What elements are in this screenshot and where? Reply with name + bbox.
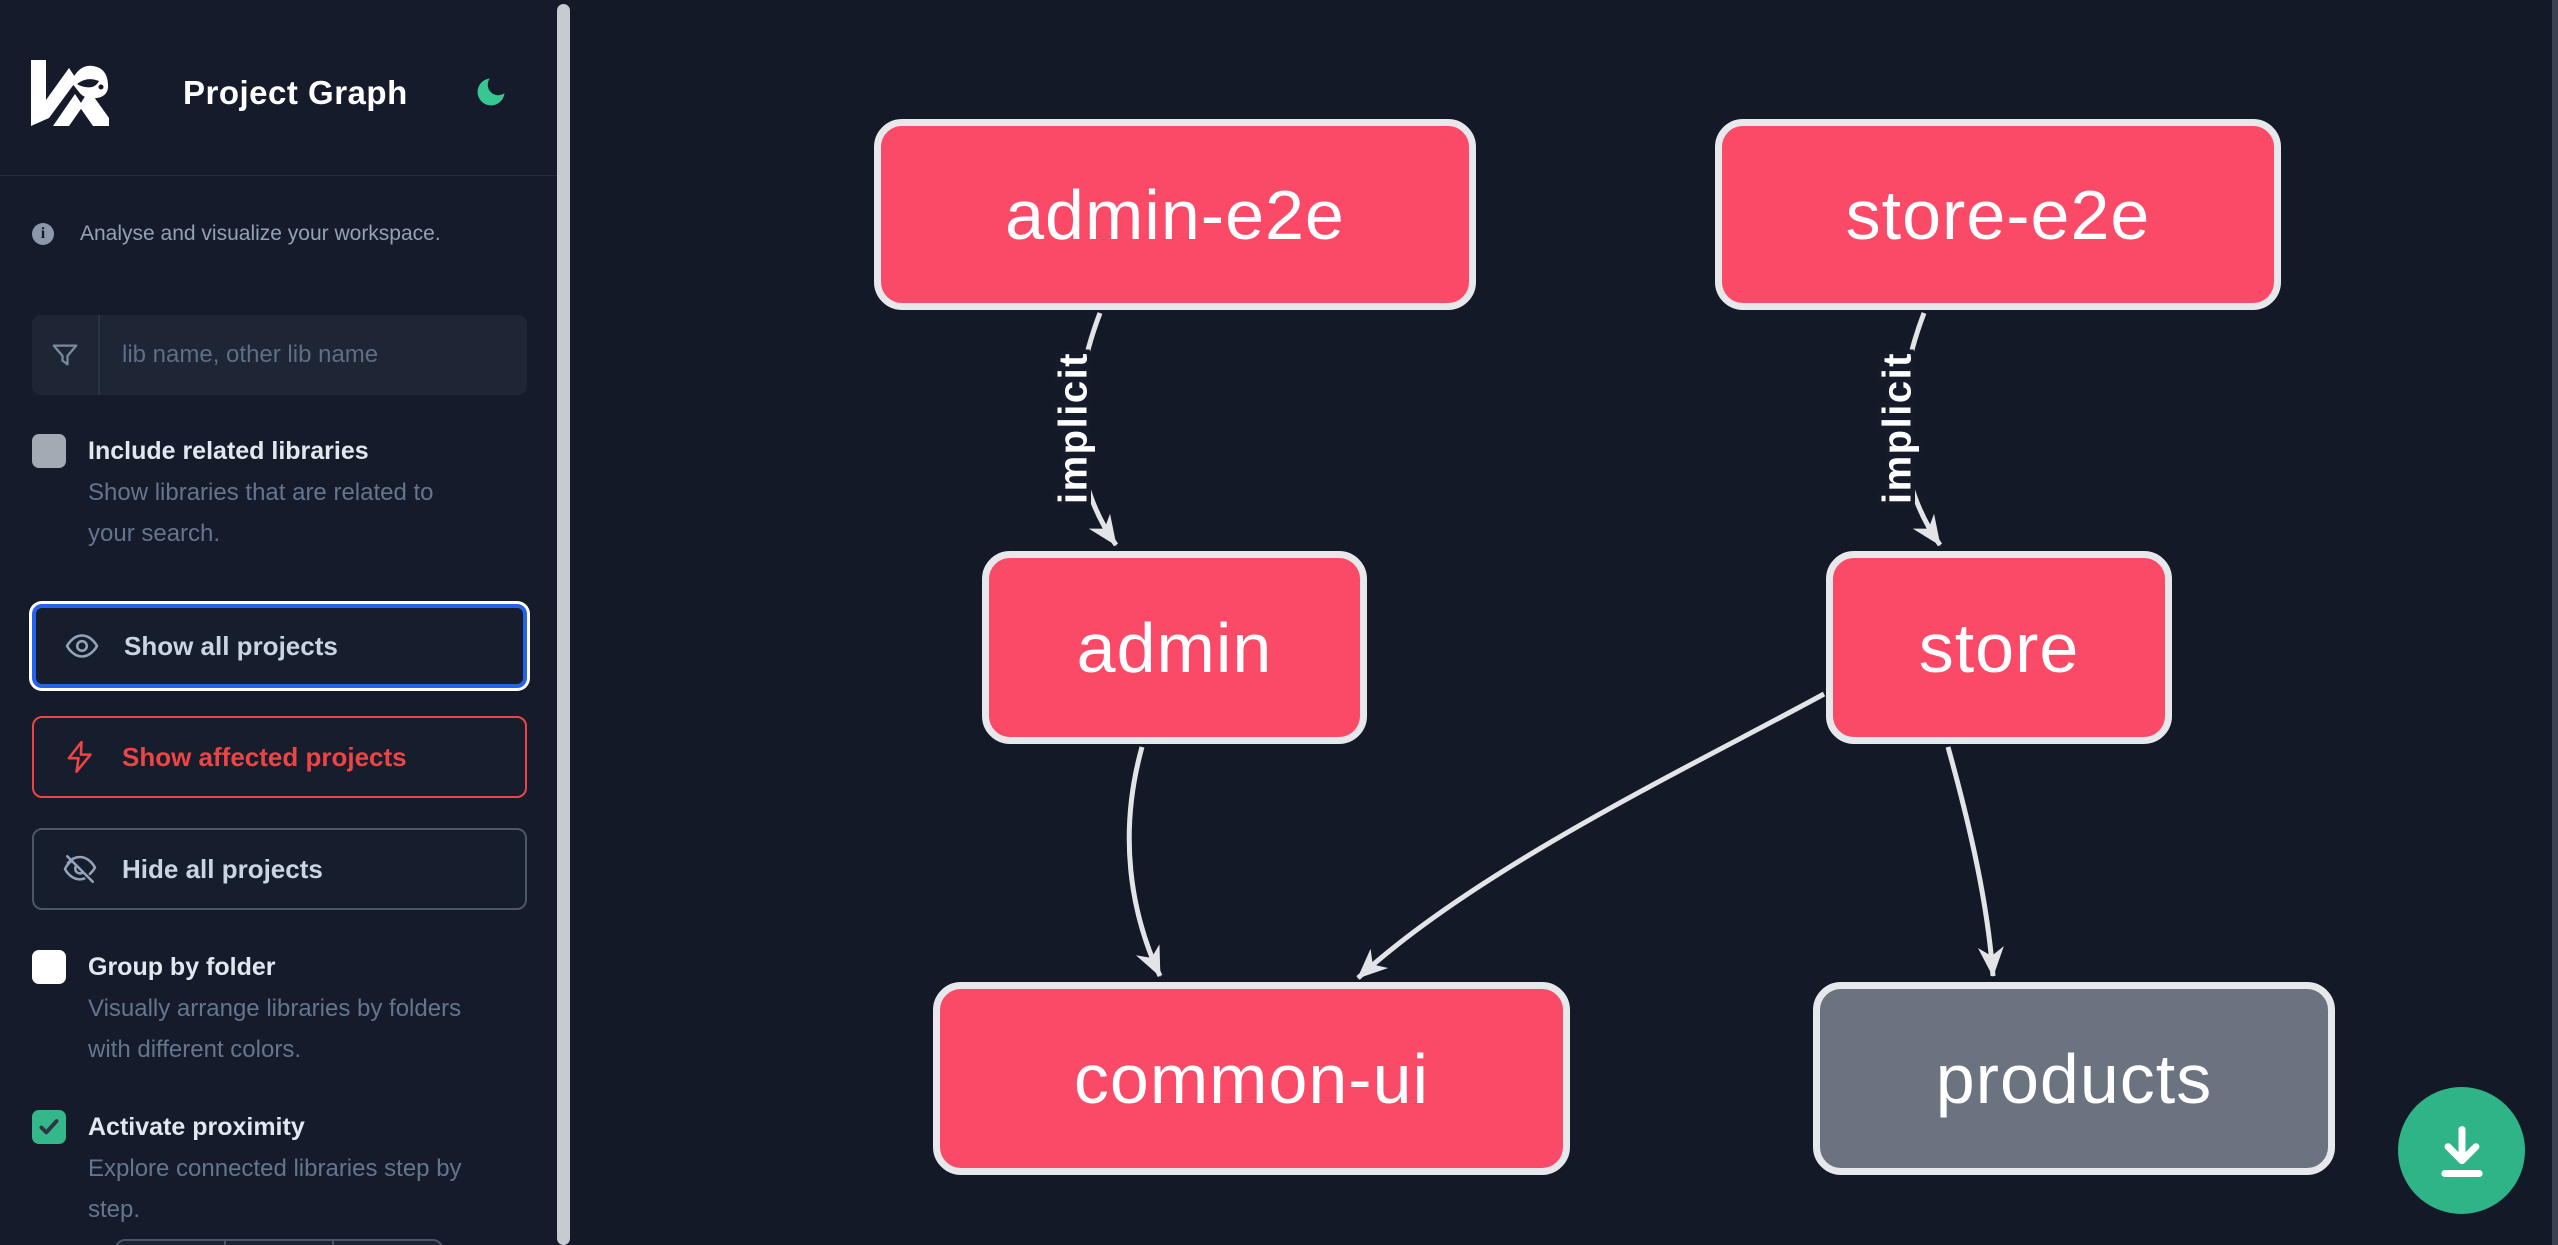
checkbox-unchecked[interactable] bbox=[32, 950, 66, 984]
eye-off-icon bbox=[63, 854, 97, 884]
show-all-projects-button[interactable]: Show all projects bbox=[32, 604, 527, 688]
checkbox-checked[interactable] bbox=[32, 1110, 66, 1144]
graph-node-common-ui[interactable]: common-ui bbox=[933, 982, 1570, 1175]
page-title: Project Graph bbox=[183, 74, 408, 111]
stepper-increment[interactable] bbox=[334, 1241, 441, 1245]
graph-node-products[interactable]: products bbox=[1813, 982, 2335, 1175]
workspace-tagline: i Analyse and visualize your workspace. bbox=[32, 222, 441, 246]
checkbox-unchecked[interactable] bbox=[32, 434, 66, 468]
graph-node-admin[interactable]: admin bbox=[982, 551, 1367, 744]
checkbox-include-related: Include related libraries Show libraries… bbox=[32, 432, 478, 554]
sidebar-header: Project Graph bbox=[0, 0, 557, 176]
sidebar-scrollbar[interactable] bbox=[557, 4, 570, 1245]
download-graph-button[interactable] bbox=[2398, 1087, 2525, 1214]
hide-all-projects-button[interactable]: Hide all projects bbox=[32, 828, 527, 910]
filter-input-group bbox=[32, 315, 527, 395]
checkbox-activate-proximity: Activate proximity Explore connected lib… bbox=[32, 1108, 478, 1230]
stepper-value bbox=[226, 1241, 335, 1245]
eye-icon bbox=[65, 634, 99, 658]
sidebar: Project Graph i Analyse and visualize yo… bbox=[0, 0, 557, 1245]
filter-input[interactable] bbox=[100, 315, 527, 395]
graph-node-admin-e2e[interactable]: admin-e2e bbox=[874, 119, 1476, 310]
moon-icon[interactable] bbox=[473, 74, 509, 110]
nx-logo-icon bbox=[31, 60, 109, 126]
funnel-icon bbox=[32, 315, 100, 395]
stepper-decrement[interactable] bbox=[117, 1241, 226, 1245]
graph-node-store-e2e[interactable]: store-e2e bbox=[1715, 119, 2281, 310]
download-icon bbox=[2440, 1125, 2483, 1177]
info-icon: i bbox=[32, 223, 54, 245]
window-scrollbar[interactable] bbox=[2552, 0, 2558, 1245]
lightning-icon bbox=[67, 740, 92, 773]
show-affected-projects-button[interactable]: Show affected projects bbox=[32, 716, 527, 798]
graph-node-store[interactable]: store bbox=[1826, 551, 2172, 744]
checkbox-group-by-folder: Group by folder Visually arrange librari… bbox=[32, 948, 478, 1070]
proximity-depth-stepper[interactable] bbox=[115, 1239, 443, 1245]
